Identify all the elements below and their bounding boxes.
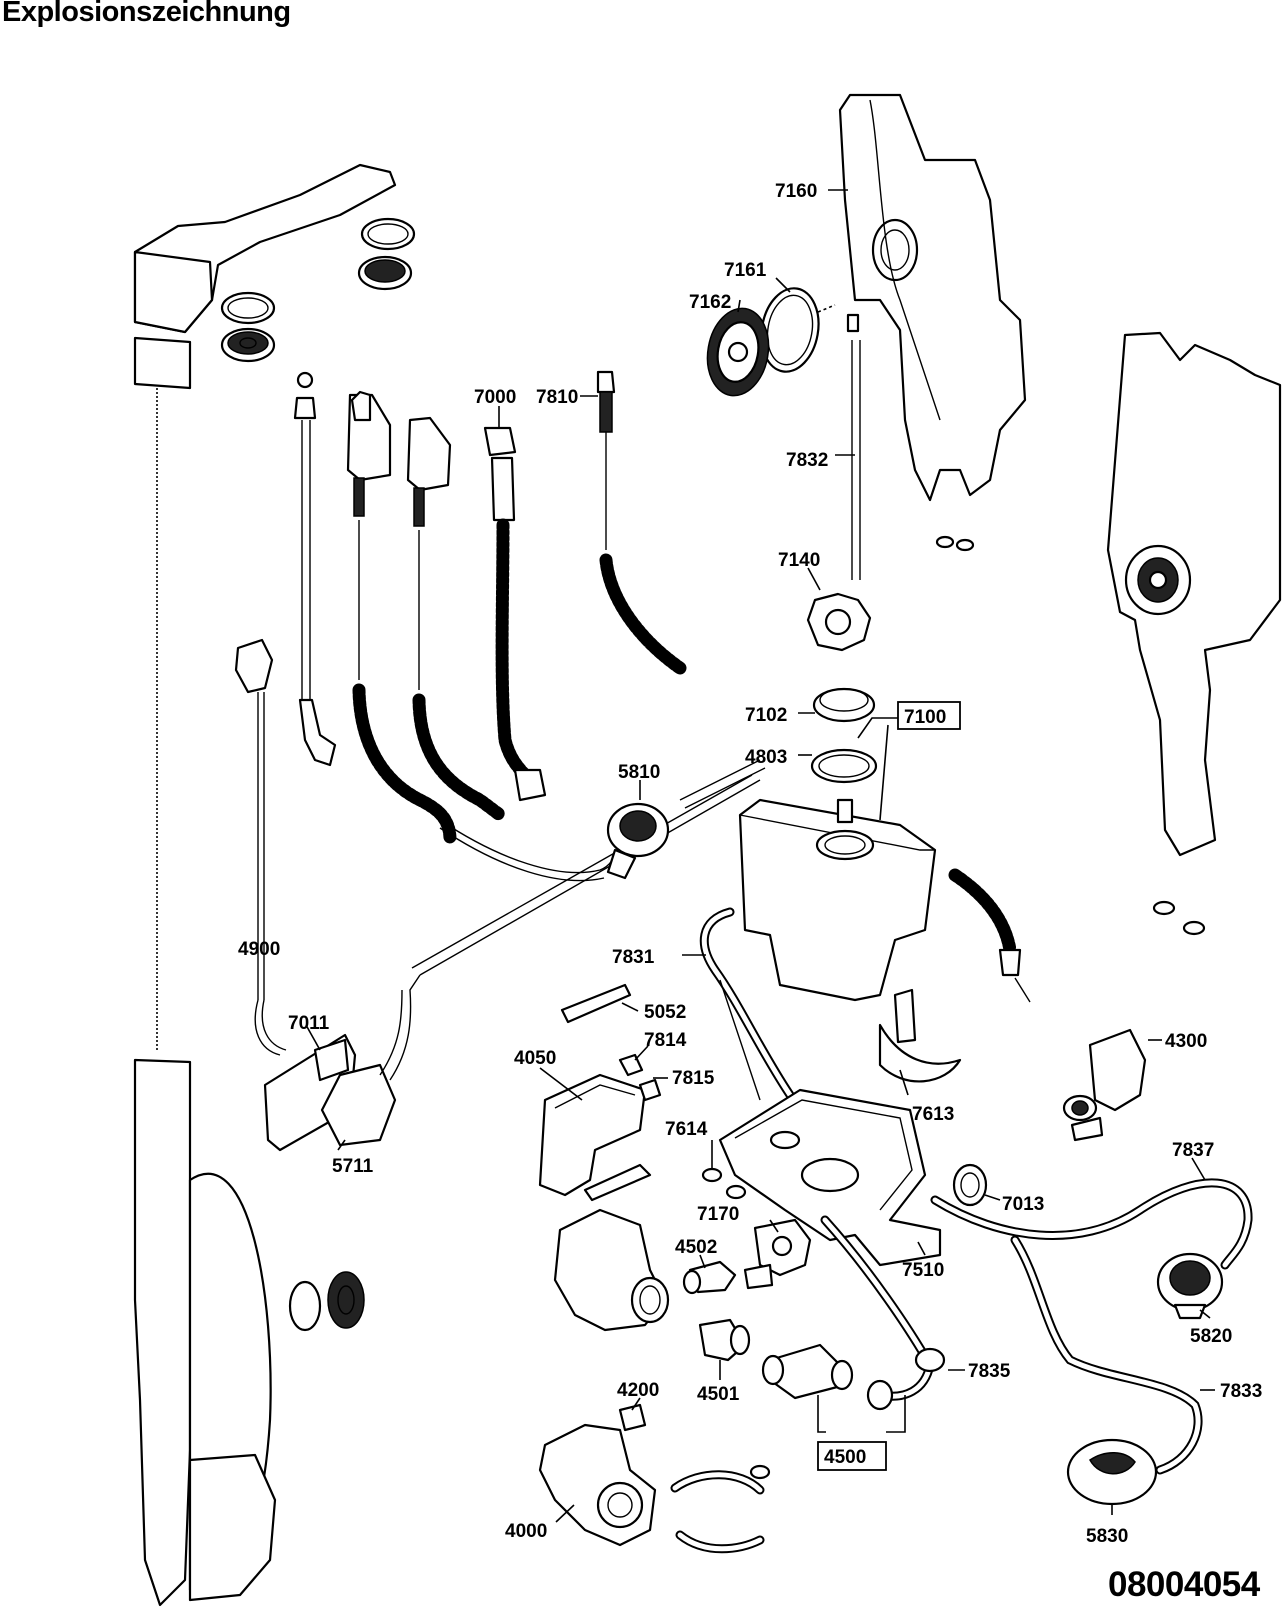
callout-4501: 4501	[697, 1384, 740, 1405]
sensor-5830	[1066, 1438, 1158, 1506]
callout-4050: 4050	[514, 1048, 556, 1069]
hose-7831	[699, 907, 795, 1101]
container-rings	[810, 687, 878, 784]
sump-frame-7510	[718, 1088, 988, 1267]
inlet-hoses	[293, 370, 687, 847]
circulation-pump	[553, 1208, 670, 1332]
callout-7011: 7011	[288, 1013, 330, 1034]
callout-7162: 7162	[689, 292, 731, 313]
callout-box-4500	[817, 1441, 887, 1471]
callout-4500: 4500	[824, 1447, 866, 1468]
callout-7835: 7835	[968, 1361, 1011, 1382]
air-duct-top	[133, 163, 397, 1050]
callout-5052: 5052	[644, 1002, 686, 1023]
duct-nut-and-seal	[706, 287, 836, 397]
hose-7833	[1010, 1235, 1203, 1475]
callout-7000: 7000	[474, 387, 516, 408]
drain-hoses	[670, 1464, 771, 1554]
callout-4000: 4000	[505, 1521, 547, 1542]
duct-7160	[838, 93, 1027, 580]
callout-7160: 7160	[775, 181, 817, 202]
drain-pump-7170	[743, 1218, 812, 1290]
callout-7831: 7831	[612, 947, 655, 968]
hose-connector-4502	[682, 1260, 737, 1295]
callout-5810: 5810	[618, 762, 660, 783]
power-cable	[234, 638, 287, 1056]
salt-container-cap	[806, 592, 872, 652]
callout-4900: 4900	[238, 939, 280, 960]
sump-part-7613	[878, 988, 962, 1083]
callout-7814: 7814	[644, 1030, 687, 1051]
callout-7837: 7837	[1172, 1140, 1214, 1161]
holder-4050	[538, 1053, 747, 1202]
callout-7833: 7833	[1220, 1381, 1262, 1402]
salt-container	[738, 798, 1031, 1003]
callout-box-7100	[897, 701, 961, 730]
callout-7810: 7810	[536, 387, 578, 408]
leader-lines	[305, 189, 1215, 1523]
control-board	[263, 774, 761, 1152]
callout-7614: 7614	[665, 1119, 708, 1140]
callout-4803: 4803	[745, 747, 787, 768]
side-panel-right	[1106, 331, 1282, 936]
heater-hose-4501	[698, 1318, 751, 1362]
callout-7013: 7013	[1002, 1194, 1044, 1215]
pressure-switch-5810	[606, 802, 670, 880]
callout-7140: 7140	[778, 550, 820, 571]
bracket-5052	[560, 983, 632, 1024]
hose-7837	[930, 1178, 1253, 1270]
sensor-cable	[439, 759, 766, 882]
callout-4502: 4502	[675, 1237, 717, 1258]
callout-7832: 7832	[786, 450, 828, 471]
drain-pump-4000	[538, 1403, 657, 1547]
callout-labels: 7160 7161 7162 7000 7810 7832 7140 7102 …	[238, 181, 1262, 1547]
hose-7835	[820, 1215, 946, 1411]
callout-4300: 4300	[1165, 1031, 1207, 1052]
callout-7613: 7613	[912, 1104, 954, 1125]
pressure-sensor-5820	[1156, 1252, 1224, 1320]
callout-7100: 7100	[904, 707, 946, 728]
callout-7102: 7102	[745, 705, 787, 726]
callout-5830: 5830	[1086, 1526, 1128, 1547]
callout-5711: 5711	[332, 1156, 374, 1177]
callout-4200: 4200	[617, 1380, 659, 1401]
seal-rings-top	[220, 217, 416, 363]
callout-5820: 5820	[1190, 1326, 1232, 1347]
heater-4300	[1062, 1028, 1147, 1142]
callout-7815: 7815	[672, 1068, 715, 1089]
heating-element-4500	[761, 1343, 854, 1400]
drawing-number: 08004054	[1108, 1565, 1260, 1604]
callout-7170: 7170	[697, 1204, 739, 1225]
callout-7161: 7161	[724, 260, 767, 281]
page-title: Explosionszeichnung	[2, 0, 291, 28]
callout-7510: 7510	[902, 1260, 944, 1281]
air-duct-bottom	[133, 1058, 365, 1607]
